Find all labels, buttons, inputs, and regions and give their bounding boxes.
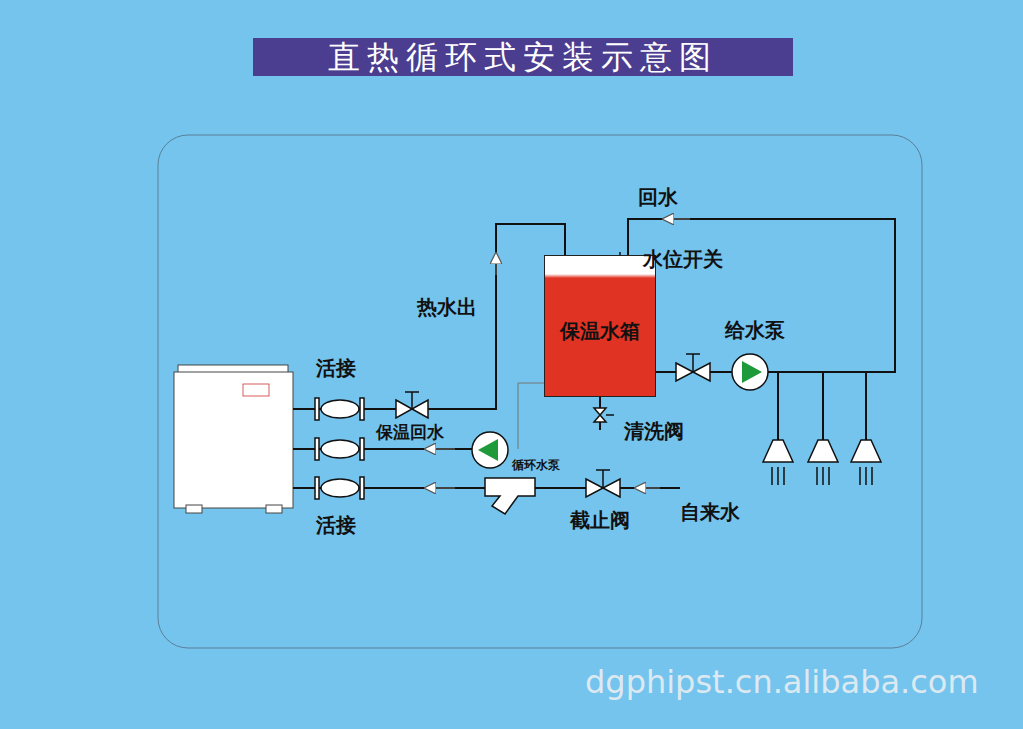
pipe-part: [430, 487, 455, 489]
pipe-part: [243, 384, 269, 396]
part-label: 活接: [316, 357, 356, 380]
pipe-part: [808, 440, 838, 462]
thin-pipe: [518, 383, 544, 449]
pipe-part: [360, 398, 364, 420]
pipe-part: [315, 477, 319, 499]
tank-label: 保温水箱: [560, 319, 640, 343]
pipes: [293, 219, 895, 488]
pipe-part: [315, 438, 319, 460]
part-label: 自来水: [680, 501, 740, 524]
spray-line: [822, 467, 824, 485]
pipe-part: [315, 398, 319, 420]
spray-line: [828, 467, 830, 485]
pipe-part: [596, 469, 610, 471]
pipe-part: [360, 438, 364, 460]
pipe-part: [430, 448, 455, 450]
pipe-part: [411, 392, 413, 409]
part-label: 清洗阀: [624, 420, 684, 443]
part-label: 截止阀: [570, 509, 630, 532]
pipe-part: [321, 440, 359, 458]
spray-line: [871, 467, 873, 485]
pipe-part: [472, 432, 508, 468]
frame-outline: [158, 135, 922, 648]
water-tank: 保温水箱: [544, 255, 656, 397]
spray-line: [783, 467, 785, 485]
pipe-part: [321, 400, 359, 418]
pipe-part: [174, 372, 293, 508]
spray-line: [859, 467, 861, 485]
pipe-part: [865, 372, 867, 440]
pipe-part: [692, 354, 694, 372]
pipe-part: [606, 414, 614, 416]
part-label: 活接: [316, 514, 356, 537]
pipe-part: [742, 361, 762, 383]
spray-lines: [772, 467, 872, 485]
pipe-part: [360, 477, 364, 499]
pipe-part: [732, 354, 768, 390]
pipe-part: [518, 383, 544, 449]
pipe-part: [266, 505, 282, 513]
pipe-part: [777, 372, 779, 440]
pipe-part: [495, 258, 497, 275]
pipe-part: [186, 505, 202, 513]
spray-line: [771, 467, 773, 485]
pipe-part: [822, 372, 824, 440]
pipe-part: [405, 391, 419, 393]
pipe-part: [293, 448, 472, 450]
pipe-part: [485, 478, 535, 514]
watermark: dgphipst.cn.alibaba.com: [585, 664, 979, 701]
part-label: 回水: [638, 186, 678, 209]
pipe-part: [602, 470, 604, 488]
pipe-part: [594, 408, 606, 422]
pipe-part: [321, 479, 359, 497]
part-label: 保温回水: [376, 423, 444, 443]
heat-pump-unit: [174, 365, 293, 513]
part-label: 给水泵: [725, 319, 785, 342]
pipe-part: [293, 224, 565, 409]
part-label: 循环水泵: [512, 459, 560, 473]
pipe-part: [628, 219, 895, 372]
spray-line: [865, 467, 867, 485]
pipe-part: [686, 353, 700, 355]
spray-line: [777, 467, 779, 485]
pipe-part: [478, 439, 498, 461]
part-label: 热水出: [417, 296, 477, 319]
unions: [315, 398, 364, 499]
pipe-part: [763, 440, 793, 462]
title-band: 直热循环式安装示意图: [253, 38, 793, 76]
y-strainer: [485, 478, 535, 514]
part-label: 水位开关: [643, 248, 723, 271]
spray-line: [816, 467, 818, 485]
pipe-part: [851, 440, 881, 462]
pipe-part: [668, 218, 690, 220]
shower-heads: [763, 440, 881, 485]
pipe-part: [640, 487, 660, 489]
